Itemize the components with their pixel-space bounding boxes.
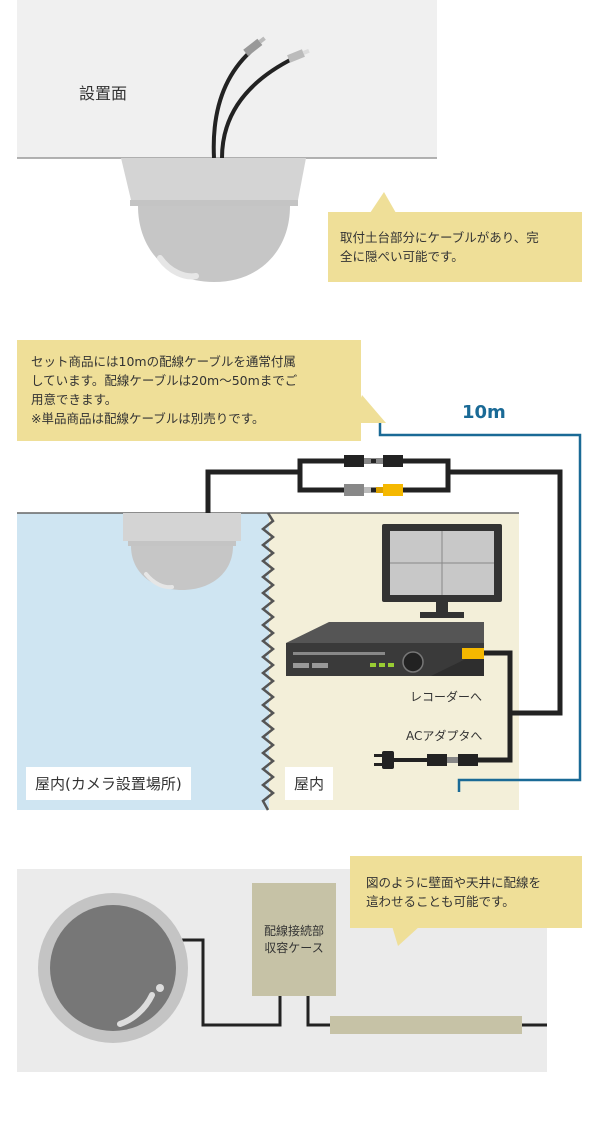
right-room-label: 屋内 bbox=[285, 767, 334, 800]
cable-connector-1 bbox=[243, 36, 266, 57]
left-room-label: 屋内(カメラ設置場所) bbox=[26, 767, 191, 800]
section3-note-line1: 図のように壁面や天井に配線を bbox=[366, 875, 542, 890]
camera-base bbox=[121, 158, 306, 200]
connector-grey-left bbox=[344, 484, 364, 496]
section2-note-line3: 用意できます。 bbox=[31, 392, 118, 407]
section2-note-line4: ※単品商品は配線ケーブルは別売りです。 bbox=[31, 411, 265, 426]
cable-duct bbox=[330, 1016, 522, 1034]
section2-illustration bbox=[17, 395, 582, 811]
camera3-dome bbox=[50, 905, 176, 1031]
section3-note-bubble: 図のように壁面や天井に配線を 這わせることも可能です。 bbox=[350, 856, 582, 928]
junction-box-line1: 配線接続部 bbox=[263, 924, 324, 938]
camera-dome bbox=[138, 206, 290, 282]
camera-cable-2 bbox=[220, 56, 295, 159]
camera2-dome bbox=[131, 546, 233, 590]
adapter-connector-left bbox=[427, 754, 447, 766]
section1-note-line2: 全に隠ぺい可能です。 bbox=[340, 249, 464, 264]
adapter-connector-right bbox=[458, 754, 478, 766]
recorder-label: レコーダーへ bbox=[410, 690, 483, 704]
connector-black-right bbox=[383, 455, 403, 467]
section1-bubble-tail bbox=[370, 192, 396, 213]
length-bracket bbox=[378, 423, 582, 792]
section3-note-line2: 這わせることも可能です。 bbox=[366, 894, 515, 909]
connector-yellow-right bbox=[383, 484, 403, 496]
connector-black-left bbox=[344, 455, 364, 467]
section1-illustration bbox=[17, 0, 437, 282]
cable-length-label: 10m bbox=[462, 402, 506, 423]
junction-box-label: 配線接続部 収容ケース bbox=[252, 923, 336, 957]
camera-cable-1 bbox=[211, 50, 252, 159]
section2-note-bubble: セット商品には10mの配線ケーブルを通常付属 しています。配線ケーブルは20m〜… bbox=[17, 340, 361, 441]
surface-label: 設置面 bbox=[79, 84, 128, 103]
recorder-top bbox=[286, 622, 484, 643]
wall-cable bbox=[182, 938, 282, 1027]
camera2-base bbox=[123, 513, 241, 541]
recorder-dial bbox=[402, 651, 424, 673]
extension-cable bbox=[205, 458, 563, 716]
ac-plug bbox=[382, 751, 394, 769]
section1-note-bubble: 取付土台部分にケーブルがあり、完 全に隠ぺい可能です。 bbox=[328, 212, 582, 282]
section1-note-line1: 取付土台部分にケーブルがあり、完 bbox=[340, 230, 539, 245]
cable-connector-2 bbox=[287, 48, 310, 63]
recorder-cable bbox=[470, 650, 513, 763]
wall-divider bbox=[260, 512, 276, 811]
section2-note-line2: しています。配線ケーブルは20m〜50mまでご bbox=[31, 373, 298, 388]
recorder-connector bbox=[462, 648, 484, 659]
junction-box bbox=[252, 883, 336, 996]
adapter-label: ACアダプタへ bbox=[406, 729, 483, 743]
section2-note-line1: セット商品には10mの配線ケーブルを通常付属 bbox=[31, 354, 296, 369]
junction-box-line2: 収容ケース bbox=[264, 941, 324, 955]
